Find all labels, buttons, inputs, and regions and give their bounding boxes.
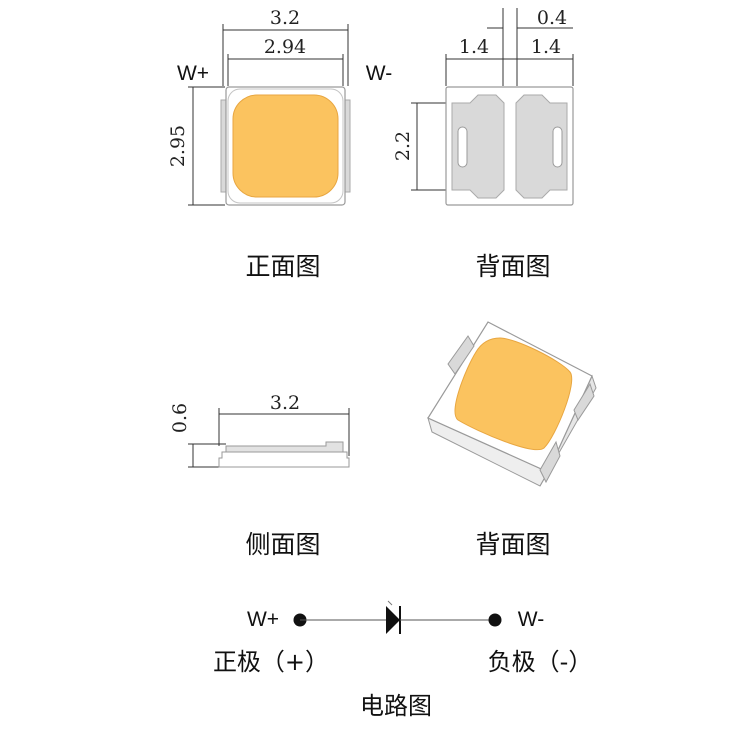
side-length-label: 3.2 [270, 392, 300, 414]
side-view: 3.2 0.6 侧面图 [169, 392, 350, 559]
side-package-body [218, 451, 350, 468]
side-thickness-label: 0.6 [169, 403, 191, 433]
circuit-anode-pin-label: W+ [247, 608, 279, 631]
front-view: 3.2 2.94 2.95 W+ W- 正面图 [167, 7, 392, 281]
front-width-inner-label: 2.94 [264, 36, 306, 58]
front-width-outer-label: 3.2 [270, 7, 300, 29]
front-pin-label-anode: W+ [177, 62, 209, 85]
back-pad-height-label: 2.2 [392, 131, 414, 161]
back-gap-label: 0.4 [537, 7, 567, 29]
circuit-cathode-pin-label: W- [518, 608, 544, 631]
iso-view: 背面图 [427, 321, 597, 559]
front-phosphor-lens [232, 94, 339, 198]
front-pin-label-cathode: W- [366, 62, 392, 85]
cathode-terminal-dot [488, 613, 502, 627]
iso-phosphor-lens [454, 337, 573, 450]
iso-lead-right [573, 382, 595, 422]
iso-view-caption: 背面图 [475, 530, 550, 559]
side-view-caption: 侧面图 [245, 530, 320, 559]
back-view-caption: 背面图 [475, 252, 550, 281]
anode-polarity-label: 正极（+） [213, 648, 329, 676]
back-view: 0.4 1.4 1.4 2.2 背面图 [392, 7, 574, 281]
circuit-diagram: W+ W- 正极（+） 负极（-） 电路图 [213, 600, 593, 720]
cathode-polarity-label: 负极（-） [488, 648, 593, 676]
back-slot-right [552, 126, 563, 168]
diode-triangle-icon [386, 606, 400, 634]
side-top-lens-layer [225, 441, 344, 453]
back-pad-anode [451, 94, 505, 199]
front-view-caption: 正面图 [245, 252, 320, 281]
back-pad-left-width-label: 1.4 [459, 36, 489, 58]
iso-lead-left [447, 335, 475, 375]
front-height-label: 2.95 [167, 125, 189, 167]
back-slot-left [457, 126, 468, 168]
circuit-title: 电路图 [360, 692, 432, 720]
iso-lead-front [539, 440, 561, 484]
back-pad-right-width-label: 1.4 [531, 36, 561, 58]
back-pad-cathode [515, 94, 568, 199]
diode-emission-mark-icon [387, 600, 393, 606]
